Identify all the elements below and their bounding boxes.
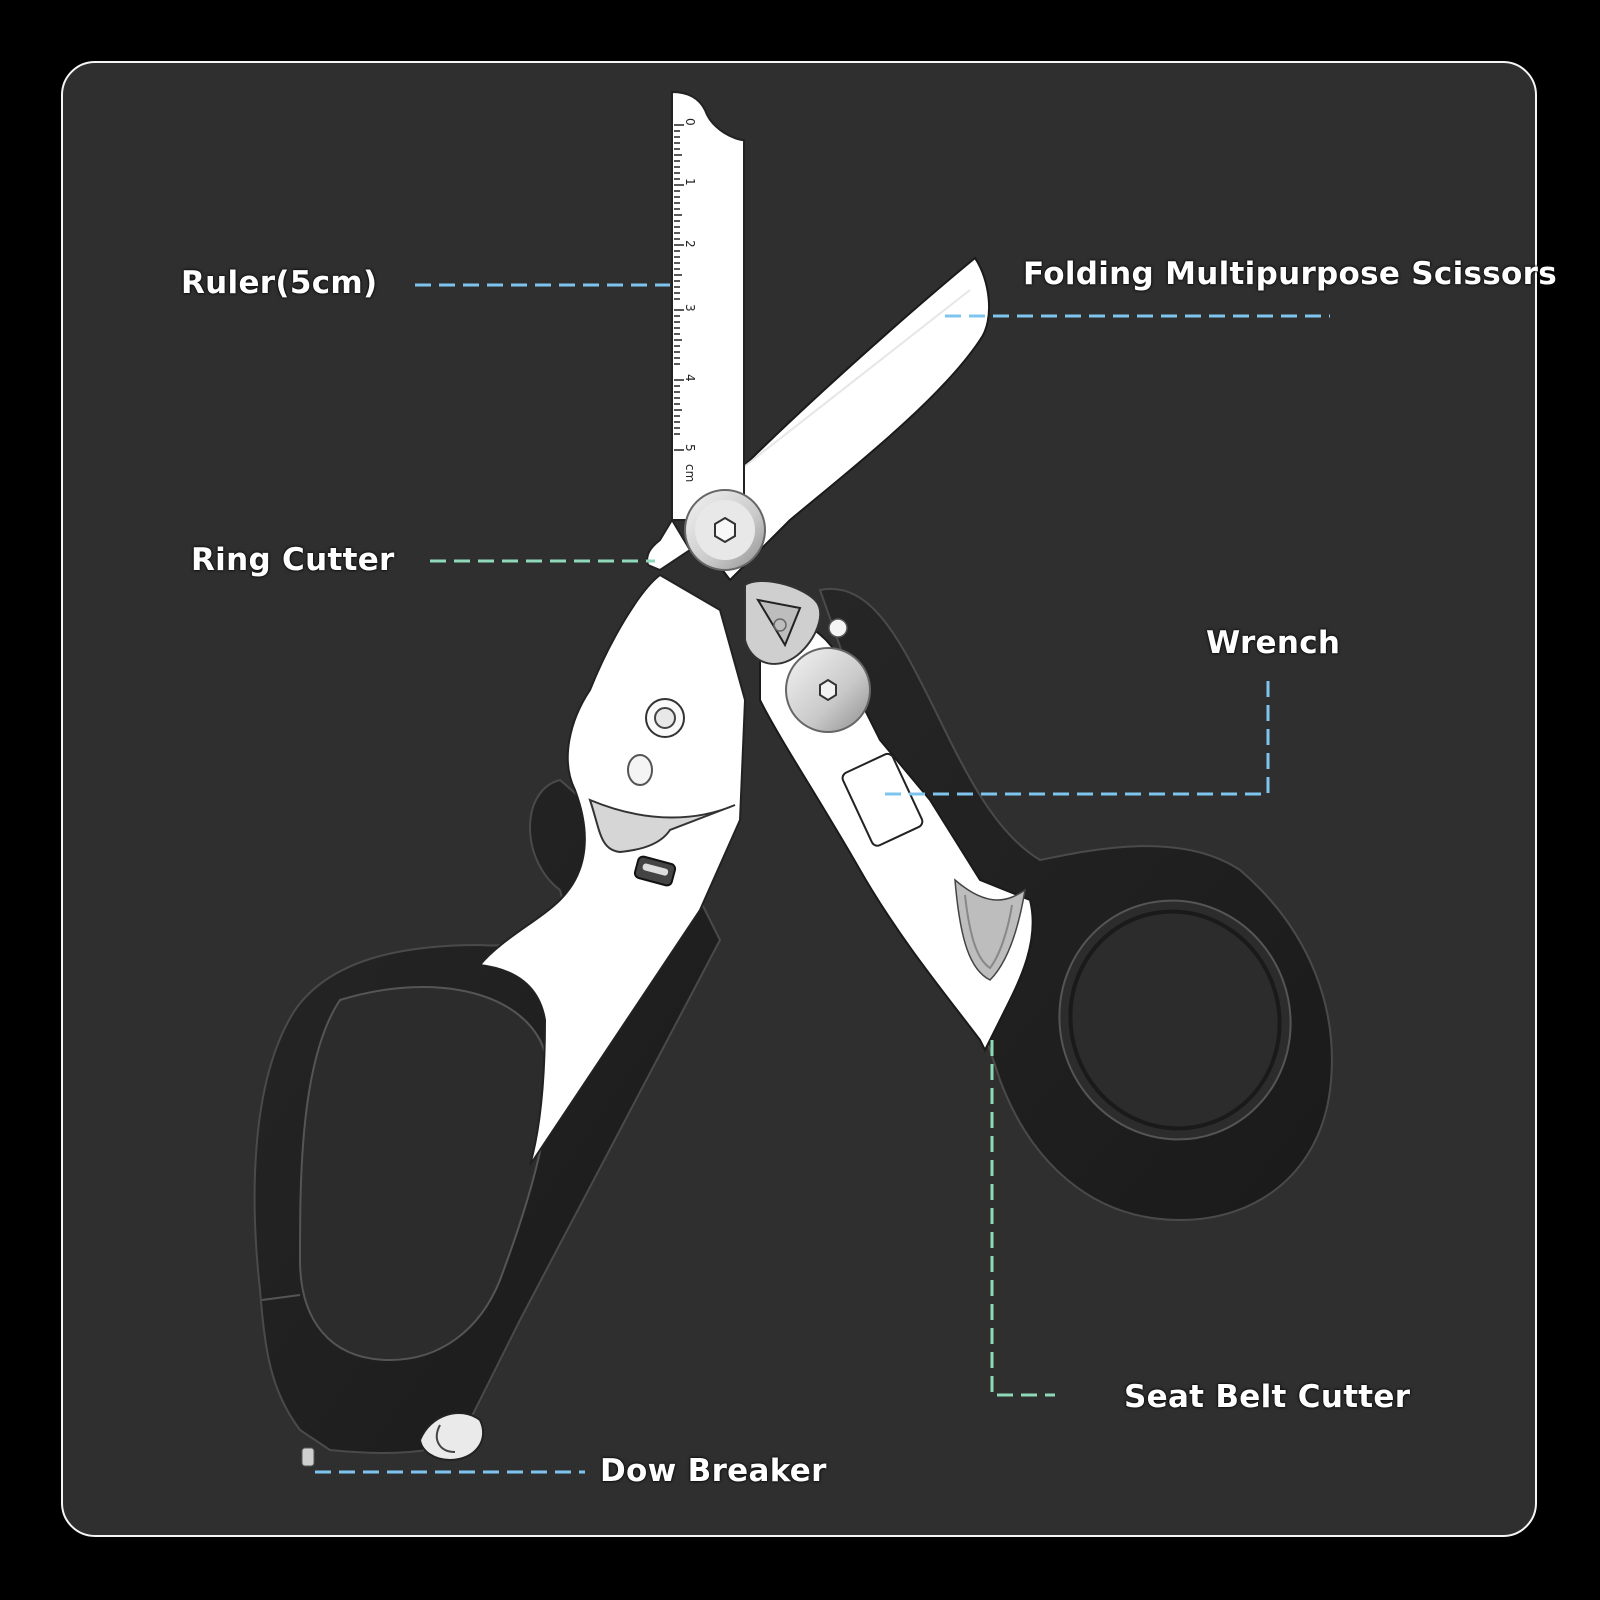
ring-cutter-hook <box>646 518 692 572</box>
ruler-mark-0: 0 <box>683 118 697 126</box>
ruler-mark-4: 4 <box>683 374 697 382</box>
dow-breaker-tip <box>301 1411 485 1467</box>
ruler-mark-5: 5 <box>683 444 697 452</box>
ruler-ticks <box>674 124 684 451</box>
wrench-leader-line <box>885 680 1270 796</box>
scissors-blade <box>698 256 991 582</box>
leader-lines <box>315 283 1330 1474</box>
seat-belt-cutter-leader-line <box>990 1040 1055 1397</box>
callout-wrench: Wrench <box>1206 625 1341 661</box>
lock-button <box>744 580 848 665</box>
ruler-blade: 0 1 2 3 4 5 cm <box>671 90 745 521</box>
pivot-bolt <box>684 489 766 571</box>
callout-ruler: Ruler(5cm) <box>181 265 378 301</box>
ruler-mark-1: 1 <box>683 178 697 186</box>
ruler-numbers: 0 1 2 3 4 5 cm <box>683 118 697 482</box>
left-steel-body <box>478 573 747 1166</box>
ruler-mark-2: 2 <box>683 240 697 248</box>
callout-ring-cutter: Ring Cutter <box>191 542 395 578</box>
callout-dow-breaker: Dow Breaker <box>600 1453 827 1489</box>
ruler-mark-3: 3 <box>683 304 697 312</box>
callout-seat-belt-cutter: Seat Belt Cutter <box>1124 1379 1411 1415</box>
right-handle <box>818 587 1333 1222</box>
wrench-bolt <box>785 647 871 733</box>
ruler-unit: cm <box>683 464 697 482</box>
callout-folding-scissors: Folding Multipurpose Scissors <box>1023 256 1557 292</box>
